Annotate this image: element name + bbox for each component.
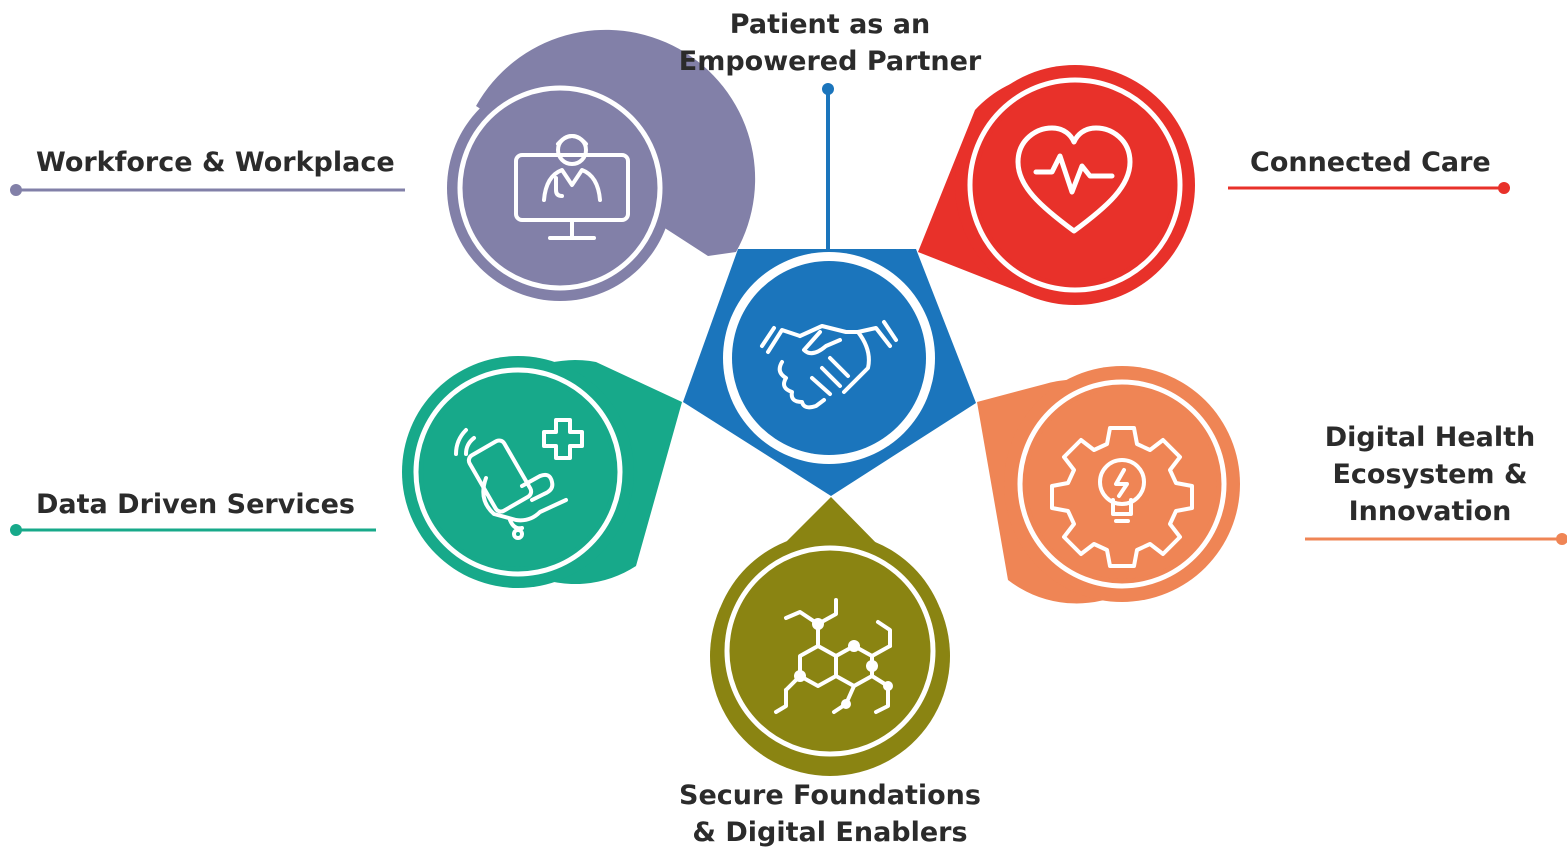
petal-secure [710, 497, 951, 776]
petal-data-driven [402, 356, 682, 588]
label-patient: Patient as an Empowered Partner [660, 6, 1000, 80]
workforce-connector [10, 184, 405, 196]
doctor-monitor-icon [514, 134, 630, 240]
gear-lightbulb-icon [1050, 426, 1194, 568]
label-connected-care: Connected Care [1250, 147, 1491, 178]
petal-connected-care [918, 65, 1195, 305]
center-hub [723, 252, 935, 464]
hand-phone-health-icon [454, 418, 584, 540]
label-digital-health-line-3: Innovation [1348, 496, 1512, 527]
label-digital-health-line-2: Ecosystem & [1332, 459, 1528, 490]
molecule-nodes [794, 618, 893, 709]
label-secure-line-1: Secure Foundations [679, 780, 981, 811]
label-digital-health-line-1: Digital Health [1324, 422, 1536, 453]
label-data-driven: Data Driven Services [36, 489, 355, 520]
label-patient-line-1: Patient as an [729, 9, 931, 40]
data-driven-connector [10, 524, 376, 536]
petal-workforce [447, 29, 756, 301]
label-workforce: Workforce & Workplace [36, 147, 395, 178]
digital-health-connector [1305, 533, 1567, 545]
connected-care-connector [1228, 182, 1510, 194]
patient-connector [822, 83, 834, 250]
handshake-icon [760, 320, 898, 410]
heart-pulse-icon [1015, 125, 1133, 234]
label-digital-health: Digital Health Ecosystem & Innovation [1300, 419, 1560, 530]
label-secure-line-2: & Digital Enablers [692, 817, 968, 848]
label-patient-line-2: Empowered Partner [678, 46, 982, 77]
petal-digital-health [977, 366, 1240, 604]
label-secure: Secure Foundations & Digital Enablers [650, 777, 1010, 851]
